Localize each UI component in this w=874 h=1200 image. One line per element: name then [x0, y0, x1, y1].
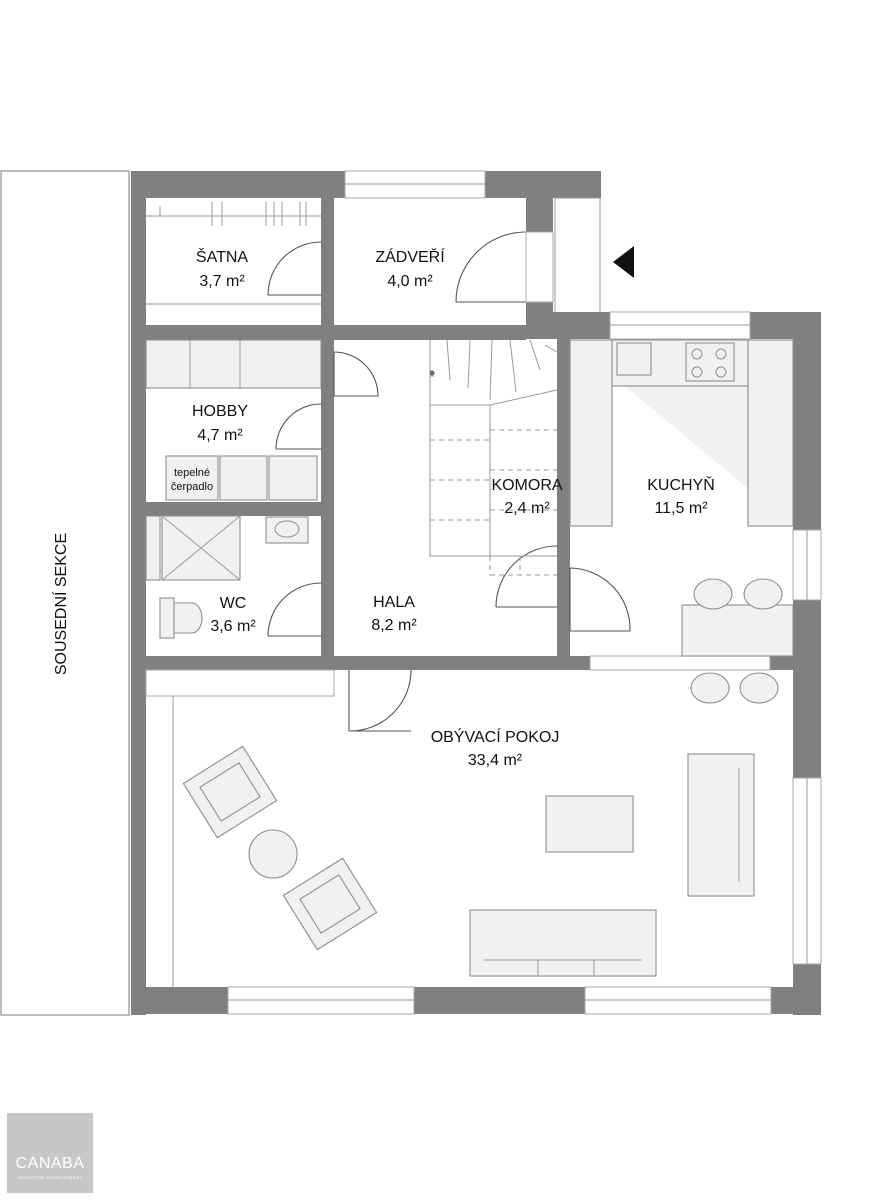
room-area: 2,4 m² — [504, 500, 550, 517]
room-name: HOBBY — [192, 403, 248, 420]
room-area: 4,7 m² — [197, 427, 243, 444]
room-label-satna: ŠATNA 3,7 m² — [196, 247, 248, 290]
room-area: 33,4 m² — [468, 752, 523, 769]
room-area: 4,0 m² — [387, 273, 433, 290]
staircase — [429, 339, 558, 576]
wc-fixtures — [145, 515, 309, 639]
room-area: 3,6 m² — [210, 618, 256, 635]
doors — [267, 197, 631, 732]
hobby-appliances — [145, 339, 322, 501]
neighbor-section-label: SOUSEDNÍ SEKCE — [51, 533, 70, 675]
windows — [145, 170, 822, 1015]
room-label-hobby: HOBBY 4,7 m² — [192, 403, 248, 444]
room-label-hala: HALA 8,2 m² — [371, 594, 417, 634]
room-name: KOMORA — [491, 477, 562, 494]
room-name: WC — [220, 595, 247, 612]
room-label-wc: WC 3,6 m² — [210, 595, 256, 635]
room-label-obyvaci-pokoj: OBÝVACÍ POKOJ 33,4 m² — [431, 727, 560, 769]
canaba-logo: CANABA INVESTIČNÍ DEVELOPMENT — [7, 1113, 93, 1193]
room-name: ZÁDVEŘÍ — [375, 247, 445, 266]
neighbor-section — [0, 170, 130, 1016]
heat-pump-label-line2: čerpadlo — [171, 481, 213, 493]
living-furniture — [172, 696, 755, 987]
logo-name: CANABA — [15, 1155, 85, 1172]
kitchen-units — [569, 339, 794, 704]
room-area: 11,5 m² — [654, 500, 708, 517]
room-label-zadveri: ZÁDVEŘÍ 4,0 m² — [375, 247, 445, 290]
room-name: ŠATNA — [196, 247, 248, 266]
room-label-komora: KOMORA 2,4 m² — [491, 477, 562, 517]
room-area: 3,7 m² — [199, 273, 245, 290]
entrance-arrow-icon — [613, 246, 634, 278]
logo-tagline: INVESTIČNÍ DEVELOPMENT — [17, 1175, 83, 1180]
room-area: 8,2 m² — [371, 617, 417, 634]
room-name: OBÝVACÍ POKOJ — [431, 727, 560, 746]
wardrobe — [146, 202, 321, 305]
room-name: HALA — [373, 594, 415, 611]
room-name: KUCHYŇ — [647, 475, 715, 494]
heat-pump-label-line1: tepelné — [174, 467, 210, 479]
room-label-kuchyn: KUCHYŇ 11,5 m² — [647, 475, 715, 517]
